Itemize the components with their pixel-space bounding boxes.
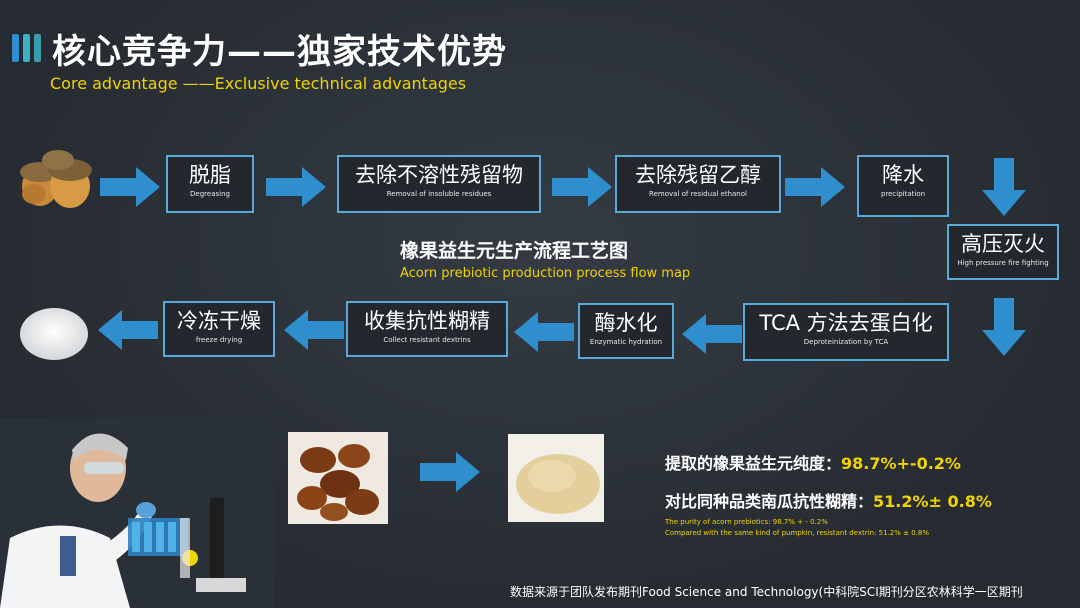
compare-note-en: Compared with the same kind of pumpkin, … [665,529,930,537]
title-accent-bars [12,34,46,62]
flow-arrow-left-icon [98,310,158,350]
flow-step-label-en: Degreasing [190,190,230,199]
flow-step-remove-ethanol: 去除残留乙醇 Removal of residual ethanol [615,155,781,213]
flow-step-label-en: Removal of insoluble residues [386,190,492,199]
flow-step-label-en: Collect resistant dextrins [383,336,471,345]
flow-step-label: 酶水化 [594,311,658,335]
purity-value: 98.7%+-0.2% [841,454,961,473]
flow-arrow-left-icon [284,310,344,350]
flow-step-label: 降水 [882,163,924,187]
powder-illustration [20,308,88,360]
source-citation: 数据来源于团队发布期刊Food Science and Technology(中… [510,585,1023,599]
flow-step-label: 收集抗性糊精 [364,309,490,333]
purity-note-en: The purity of acorn prebiotics: 98.7% + … [665,518,828,526]
scientist-illustration [0,418,275,608]
flow-arrow-right-icon [266,167,326,207]
flow-step-label: 高压灭火 [961,232,1045,256]
flow-step-label: 去除不溶性残留物 [355,163,523,187]
flow-arrow-left-icon [514,312,574,352]
flow-step-label-en: Enzymatic hydration [589,338,663,347]
process-arrow-right-icon [420,452,480,492]
flow-diagram-title-en: Acorn prebiotic production process flow … [400,266,691,281]
acorn-illustration [20,150,92,208]
flow-step-label: 冷冻干燥 [177,309,261,333]
flow-step-label-en: precipitation [880,190,926,199]
flow-step-tca: TCA 方法去蛋白化 Deproteinization by TCA [743,303,949,361]
acorns-photo [288,432,388,524]
flow-arrow-down-icon [982,298,1026,356]
flow-step-high-pressure: 高压灭火 High pressure fire fighting [947,224,1059,280]
flow-step-freeze-drying: 冷冻干燥 freeze drying [163,301,275,357]
flow-step-label: 去除残留乙醇 [635,163,761,187]
flow-step-enzymatic: 酶水化 Enzymatic hydration [578,303,674,359]
flow-step-remove-insoluble: 去除不溶性残留物 Removal of insoluble residues [337,155,541,213]
flow-arrow-left-icon [682,314,742,354]
flow-step-label: TCA 方法去蛋白化 [759,311,933,335]
compare-stat: 对比同种品类南瓜抗性糊精：51.2%± 0.8% [665,488,992,512]
flow-step-label: 脱脂 [189,163,231,187]
flow-step-collect-dextrins: 收集抗性糊精 Collect resistant dextrins [346,301,508,357]
flow-arrow-right-icon [785,167,845,207]
flow-step-degreasing: 脱脂 Degreasing [166,155,254,213]
prebiotic-powder-photo [508,434,604,522]
flow-step-label-en: High pressure fire fighting [957,259,1049,268]
purity-stat: 提取的橡果益生元纯度：98.7%+-0.2% [665,450,961,474]
flow-step-label-en: Removal of residual ethanol [649,190,747,199]
flow-diagram-title: 橡果益生元生产流程工艺图 [400,240,629,262]
flow-arrow-down-icon [982,158,1026,216]
flow-step-label-en: freeze drying [195,336,243,345]
flow-step-label-en: Deproteinization by TCA [803,338,889,347]
compare-value: 51.2%± 0.8% [873,492,992,511]
purity-label: 提取的橡果益生元纯度： [665,454,842,473]
flow-step-precipitation: 降水 precipitation [857,155,949,217]
flow-arrow-right-icon [100,167,160,207]
flow-arrow-right-icon [552,167,612,207]
compare-label: 对比同种品类南瓜抗性糊精： [665,492,874,511]
page-title: 核心竞争力——独家技术优势 [52,32,507,72]
page-subtitle: Core advantage ——Exclusive technical adv… [50,74,467,93]
